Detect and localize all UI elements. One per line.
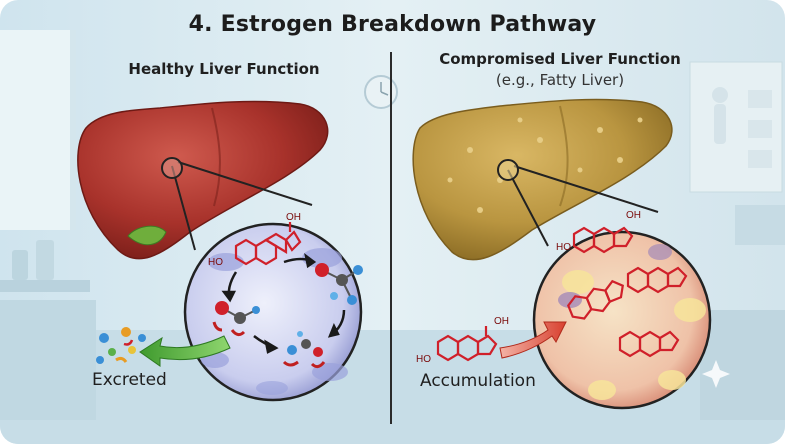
panel-divider xyxy=(390,52,392,424)
chem-label-ho-healthy: HO xyxy=(208,257,223,268)
metabolite-cluster-top xyxy=(315,263,363,305)
zoom-cone-right xyxy=(497,159,659,247)
sparkle-icon xyxy=(702,360,730,388)
excretion-arrow xyxy=(139,335,231,367)
chem-label-oh-fatty: OH xyxy=(626,210,641,221)
compromised-panel-heading: Compromised Liver Function xyxy=(439,50,681,68)
page-title: 4. Estrogen Breakdown Pathway xyxy=(188,12,597,37)
estrogen-molecule-healthy xyxy=(234,222,302,266)
chem-label-ho-incoming: HO xyxy=(416,354,431,365)
healthy-liver xyxy=(77,100,329,260)
accumulation-label: Accumulation xyxy=(420,371,536,391)
zoom-cone-left xyxy=(161,157,313,251)
fatty-cell-magnified xyxy=(532,230,712,410)
metabolism-arrows xyxy=(221,253,346,354)
metabolite-cluster-left xyxy=(212,301,260,337)
compromised-panel-subheading: (e.g., Fatty Liver) xyxy=(495,71,625,89)
incoming-estrogen-molecule xyxy=(436,326,498,362)
accumulation-arrow xyxy=(499,321,567,359)
fatty-liver xyxy=(412,98,673,261)
excreted-label: Excreted xyxy=(92,370,167,390)
healthy-cell-magnified xyxy=(183,222,363,402)
accumulated-estrogen-molecules xyxy=(566,226,688,358)
excreted-particles xyxy=(96,327,146,364)
chem-label-oh-incoming: OH xyxy=(494,316,509,327)
healthy-panel-heading: Healthy Liver Function xyxy=(128,60,320,78)
chem-label-oh-healthy: OH xyxy=(286,212,301,223)
metabolite-cluster-bottom xyxy=(282,331,326,369)
chem-label-ho-fatty: HO xyxy=(556,242,571,253)
